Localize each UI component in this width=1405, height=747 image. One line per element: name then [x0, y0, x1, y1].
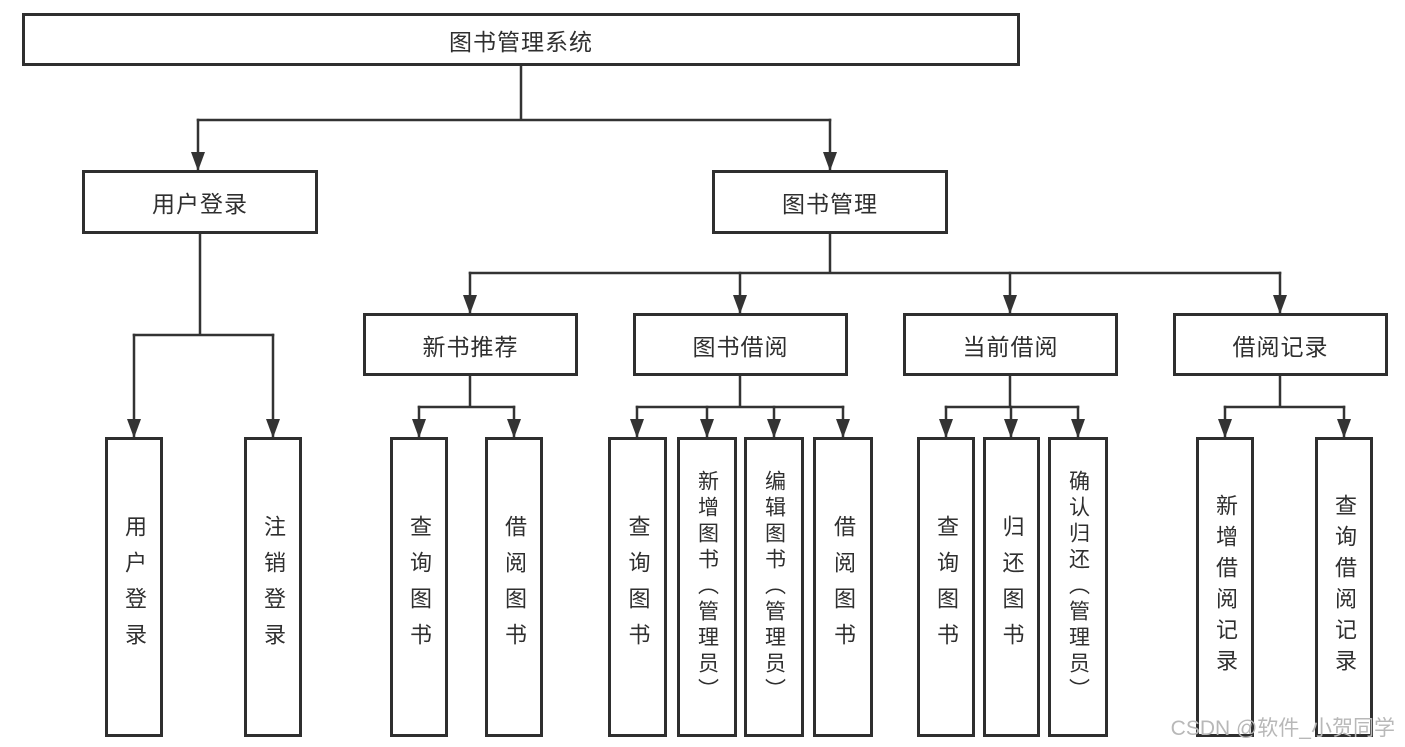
- node-borrowing-records: 借阅记录: [1173, 313, 1388, 376]
- leaf-borrow-books-recommend: 借阅图书: [485, 437, 543, 737]
- leaf-edit-book-admin: 编辑图书（管理员）: [744, 437, 804, 737]
- node-label: 借阅图书: [831, 515, 856, 659]
- node-label: 查询图书: [407, 515, 432, 659]
- leaf-add-borrow-record: 新增借阅记录: [1196, 437, 1254, 737]
- node-new-book-recommend: 新书推荐: [363, 313, 578, 376]
- node-label: 新增图书（管理员）: [695, 470, 719, 704]
- node-label: 用户登录: [152, 191, 248, 217]
- node-label: 图书借阅: [692, 333, 789, 360]
- node-book-management: 图书管理: [712, 170, 948, 234]
- node-label: 借阅图书: [502, 515, 527, 659]
- leaf-borrow-books: 借阅图书: [813, 437, 873, 737]
- leaf-query-books-recommend: 查询图书: [390, 437, 448, 737]
- node-label: 确认归还（管理员）: [1066, 470, 1090, 704]
- node-label: 注销登录: [261, 515, 286, 659]
- leaf-query-books-current: 查询图书: [917, 437, 975, 737]
- node-label: 新书推荐: [422, 333, 519, 360]
- leaf-logout: 注销登录: [244, 437, 302, 737]
- node-label: 图书管理系统: [449, 28, 593, 55]
- leaf-add-book-admin: 新增图书（管理员）: [677, 437, 737, 737]
- node-book-borrowing: 图书借阅: [633, 313, 848, 376]
- leaf-user-login: 用户登录: [105, 437, 163, 737]
- node-current-borrowing: 当前借阅: [903, 313, 1118, 376]
- node-label: 新增借阅记录: [1213, 494, 1238, 680]
- node-label: 归还图书: [999, 515, 1025, 659]
- node-label: 图书管理: [782, 191, 878, 217]
- node-label: 查询图书: [934, 515, 959, 659]
- leaf-query-borrow-record: 查询借阅记录: [1315, 437, 1373, 737]
- csdn-watermark: CSDN @软件_小贺同学: [1170, 717, 1395, 740]
- node-label: 用户登录: [122, 515, 147, 659]
- node-label: 查询图书: [625, 515, 651, 659]
- node-library-system: 图书管理系统: [22, 13, 1020, 66]
- node-label: 查询借阅记录: [1332, 494, 1357, 680]
- node-label: 编辑图书（管理员）: [762, 470, 786, 704]
- node-label: 当前借阅: [962, 333, 1059, 360]
- leaf-confirm-return-admin: 确认归还（管理员）: [1048, 437, 1108, 737]
- node-user-login: 用户登录: [82, 170, 318, 234]
- node-label: 借阅记录: [1232, 333, 1329, 360]
- leaf-query-books-borrow: 查询图书: [608, 437, 667, 737]
- leaf-return-book: 归还图书: [983, 437, 1040, 737]
